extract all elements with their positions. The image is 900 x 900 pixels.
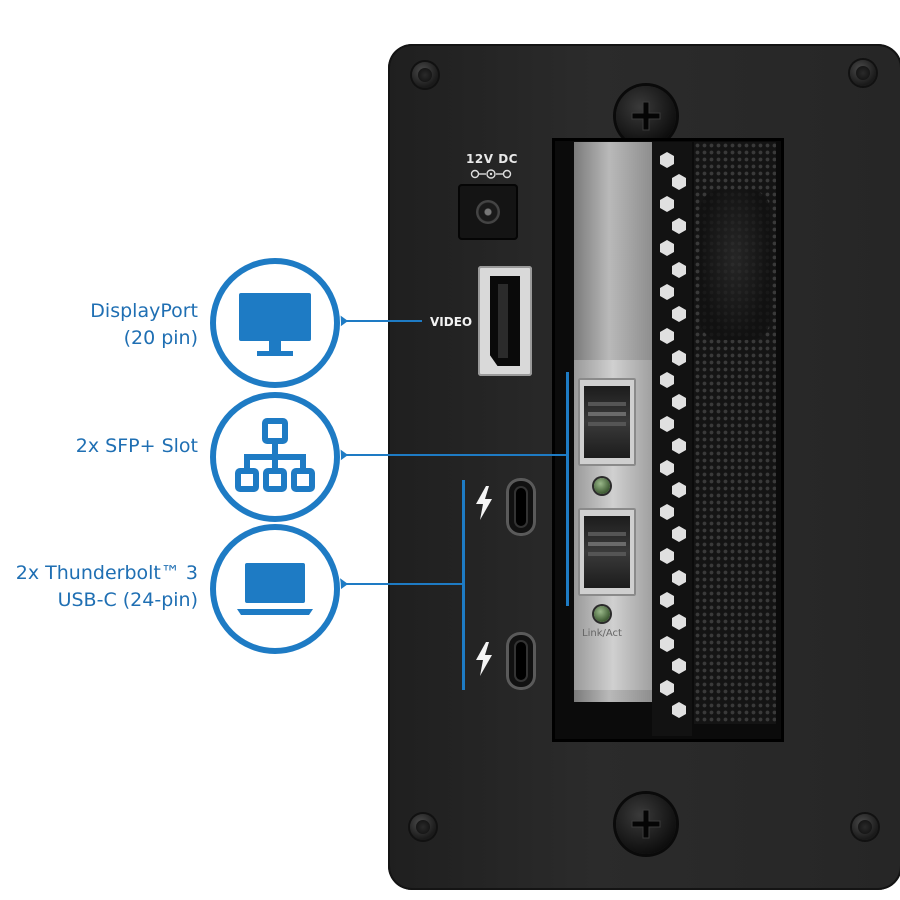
laptop-icon (237, 563, 313, 615)
vent-hole (660, 636, 674, 652)
thunderbolt-icon (476, 486, 492, 520)
vent-hole (672, 702, 686, 718)
vent-hole (672, 350, 686, 366)
corner-screw-icon (412, 62, 438, 88)
vent-hole (660, 284, 674, 300)
slot-cover-vent (652, 142, 692, 736)
vent-hole (672, 570, 686, 586)
vent-hole (660, 240, 674, 256)
vent-hole (672, 614, 686, 630)
sfp-callout-label: 2x SFP+ Slot (40, 433, 198, 460)
callout-line: 2x Thunderbolt™ 3 (15, 562, 198, 584)
displayport-callout-circle (210, 258, 340, 388)
thunderbolt-bracket-line (462, 480, 465, 690)
vent-hole (660, 416, 674, 432)
vent-hole (660, 372, 674, 388)
vent-hole (672, 394, 686, 410)
vent-hole (660, 592, 674, 608)
corner-screw-icon (410, 814, 436, 840)
polarity-symbol-icon (470, 169, 512, 179)
thunderbolt-callout-label: 2x Thunderbolt™ 3 USB-C (24-pin) (0, 560, 198, 614)
top-thumbscrew-icon (616, 86, 676, 146)
vent-hole (672, 174, 686, 190)
sfp-leader-line (340, 454, 568, 456)
vent-hole (660, 152, 674, 168)
link-led-2 (594, 606, 610, 622)
callout-line: 2x SFP+ Slot (75, 435, 198, 457)
callout-line: USB-C (24-pin) (57, 589, 198, 611)
displayport-port (478, 266, 532, 376)
vent-hole (660, 680, 674, 696)
bottom-thumbscrew-icon (616, 794, 676, 854)
video-port-label: VIDEO (430, 315, 473, 329)
vent-hole (672, 306, 686, 322)
thunderbolt-icon (476, 642, 492, 676)
link-act-caption: Link/Act (582, 628, 622, 639)
fan-shadow (700, 190, 770, 340)
sfp-slot-2 (578, 508, 636, 596)
vent-hole (660, 548, 674, 564)
vent-hole (672, 438, 686, 454)
sfp-callout-circle (210, 392, 340, 522)
vent-hole (672, 262, 686, 278)
displayport-leader-line (340, 320, 422, 322)
vent-hole (672, 526, 686, 542)
power-input-label: 12V DC (466, 152, 518, 166)
corner-screw-icon (850, 60, 876, 86)
link-led-1 (594, 478, 610, 494)
vent-hole (672, 218, 686, 234)
vent-hole (660, 328, 674, 344)
dc-power-jack (458, 184, 518, 240)
sfp-slot-1 (578, 378, 636, 466)
monitor-icon (239, 293, 311, 356)
callout-line: (20 pin) (123, 327, 198, 349)
displayport-callout-label: DisplayPort (20 pin) (40, 298, 198, 352)
thunderbolt-port-2 (506, 632, 536, 690)
corner-screw-icon (852, 814, 878, 840)
vent-hole (660, 504, 674, 520)
thunderbolt-leader-line (340, 583, 464, 585)
network-hierarchy-icon (235, 418, 315, 492)
vent-hole (672, 482, 686, 498)
sfp-bracket-line (566, 372, 569, 606)
vent-hole (660, 196, 674, 212)
vent-hole (672, 658, 686, 674)
thunderbolt-callout-circle (210, 524, 340, 654)
thunderbolt-port-1 (506, 478, 536, 536)
callout-line: DisplayPort (90, 300, 198, 322)
vent-hole (660, 460, 674, 476)
